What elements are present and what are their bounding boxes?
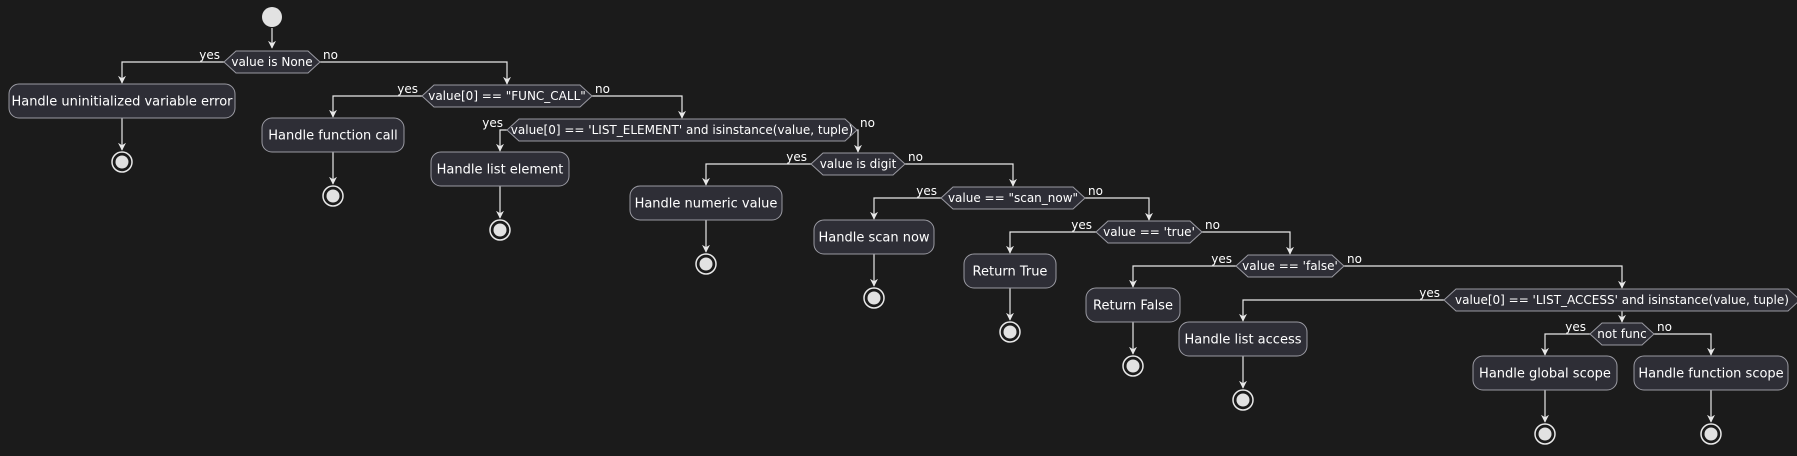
start-node: [262, 7, 282, 27]
action-1-box: [8, 83, 236, 119]
action-3-label: Handle list element: [437, 163, 564, 178]
action-else-label: Handle function scope: [1638, 367, 1783, 382]
end-node-1-ring: [111, 151, 133, 173]
action-1-label: Handle uninitialized variable error: [11, 95, 233, 110]
end-node-5-dot: [867, 291, 881, 305]
edge-no-3: [854, 129, 862, 153]
action-9-box: [1472, 355, 1618, 391]
end-node-2-ring: [322, 185, 344, 207]
no-label-9: no: [1657, 320, 1672, 334]
end-node-5-ring: [863, 287, 885, 309]
action-6-label: Return True: [973, 265, 1048, 280]
end-node-else-ring: [1700, 423, 1722, 445]
decision-8-condition: value[0] == 'LIST_ACCESS' and isinstance…: [1455, 293, 1789, 307]
end-node-9-ring: [1534, 423, 1556, 445]
edge-no-final: [1654, 333, 1715, 356]
decision-3-diamond: [506, 118, 858, 142]
action-4-box: [629, 185, 783, 221]
decision-6-condition: value == 'true': [1103, 225, 1195, 239]
end-node-else-dot: [1704, 427, 1718, 441]
yes-label-4: yes: [786, 150, 807, 164]
edge-no-7: [1344, 265, 1626, 289]
action-8-box: [1178, 321, 1308, 357]
decision-4-condition: value is digit: [820, 157, 897, 171]
edge-yes-2: [329, 95, 422, 118]
decision-2-diamond: [421, 84, 593, 108]
no-label-2: no: [595, 82, 610, 96]
end-node-7-ring: [1122, 355, 1144, 377]
edge-yes-4: [702, 163, 811, 186]
no-label-4: no: [908, 150, 923, 164]
yes-label-8: yes: [1419, 286, 1440, 300]
edge-yes-1: [118, 61, 224, 84]
edge-no-6: [1202, 231, 1294, 255]
action-6-box: [963, 253, 1057, 289]
action-7-box: [1085, 287, 1181, 323]
decision-3-condition: value[0] == 'LIST_ELEMENT' and isinstanc…: [511, 123, 853, 137]
decision-1-diamond: [223, 50, 321, 74]
action-7-label: Return False: [1093, 299, 1173, 314]
edge-yes-6: [1006, 231, 1096, 254]
action-2-label: Handle function call: [268, 129, 398, 144]
end-node-2-dot: [326, 189, 340, 203]
no-label-1: no: [323, 48, 338, 62]
no-label-6: no: [1205, 218, 1220, 232]
yes-label-1: yes: [199, 48, 220, 62]
action-else-box: [1633, 355, 1789, 391]
action-3-box: [430, 151, 570, 187]
decision-2-condition: value[0] == "FUNC_CALL": [428, 89, 586, 103]
edge-no-5: [1085, 197, 1153, 221]
no-label-5: no: [1088, 184, 1103, 198]
end-node-8-dot: [1236, 393, 1250, 407]
decision-7-diamond: [1235, 254, 1345, 278]
yes-label-7: yes: [1211, 252, 1232, 266]
edge-no-4: [905, 163, 1017, 187]
action-5-label: Handle scan now: [818, 231, 929, 246]
decision-6-diamond: [1095, 220, 1203, 244]
action-8-label: Handle list access: [1184, 333, 1301, 348]
end-node-3-ring: [489, 219, 511, 241]
yes-label-9: yes: [1565, 320, 1586, 334]
edge-yes-9: [1541, 333, 1590, 356]
decision-4-diamond: [810, 152, 906, 176]
edge-yes-8: [1239, 299, 1444, 322]
edge-yes-3: [496, 129, 507, 152]
action-4-label: Handle numeric value: [635, 197, 778, 212]
edge-yes-7: [1129, 265, 1236, 288]
decision-5-diamond: [940, 186, 1086, 210]
yes-label-2: yes: [397, 82, 418, 96]
end-node-3-dot: [493, 223, 507, 237]
yes-label-6: yes: [1071, 218, 1092, 232]
decision-5-condition: value == "scan_now": [948, 191, 1078, 205]
end-node-6-dot: [1003, 325, 1017, 339]
edge-no-1: [320, 61, 511, 85]
action-9-label: Handle global scope: [1479, 367, 1611, 382]
end-node-8-ring: [1232, 389, 1254, 411]
no-label-3: no: [860, 116, 875, 130]
decision-7-condition: value == 'false': [1242, 259, 1338, 273]
end-node-4-dot: [699, 257, 713, 271]
decision-9-condition: not func: [1597, 327, 1647, 341]
yes-label-5: yes: [916, 184, 937, 198]
end-node-4-ring: [695, 253, 717, 275]
decision-9-diamond: [1589, 322, 1655, 346]
end-node-1-dot: [115, 155, 129, 169]
end-node-6-ring: [999, 321, 1021, 343]
decision-1-condition: value is None: [231, 55, 312, 69]
end-node-7-dot: [1126, 359, 1140, 373]
action-2-box: [261, 117, 405, 153]
edge-yes-5: [870, 197, 941, 220]
nodes-layer: [8, 7, 1797, 445]
no-label-7: no: [1347, 252, 1362, 266]
edge-no-2: [592, 95, 686, 119]
yes-label-3: yes: [482, 116, 503, 130]
decision-8-diamond: [1443, 288, 1797, 312]
end-node-9-dot: [1538, 427, 1552, 441]
action-5-box: [813, 219, 935, 255]
